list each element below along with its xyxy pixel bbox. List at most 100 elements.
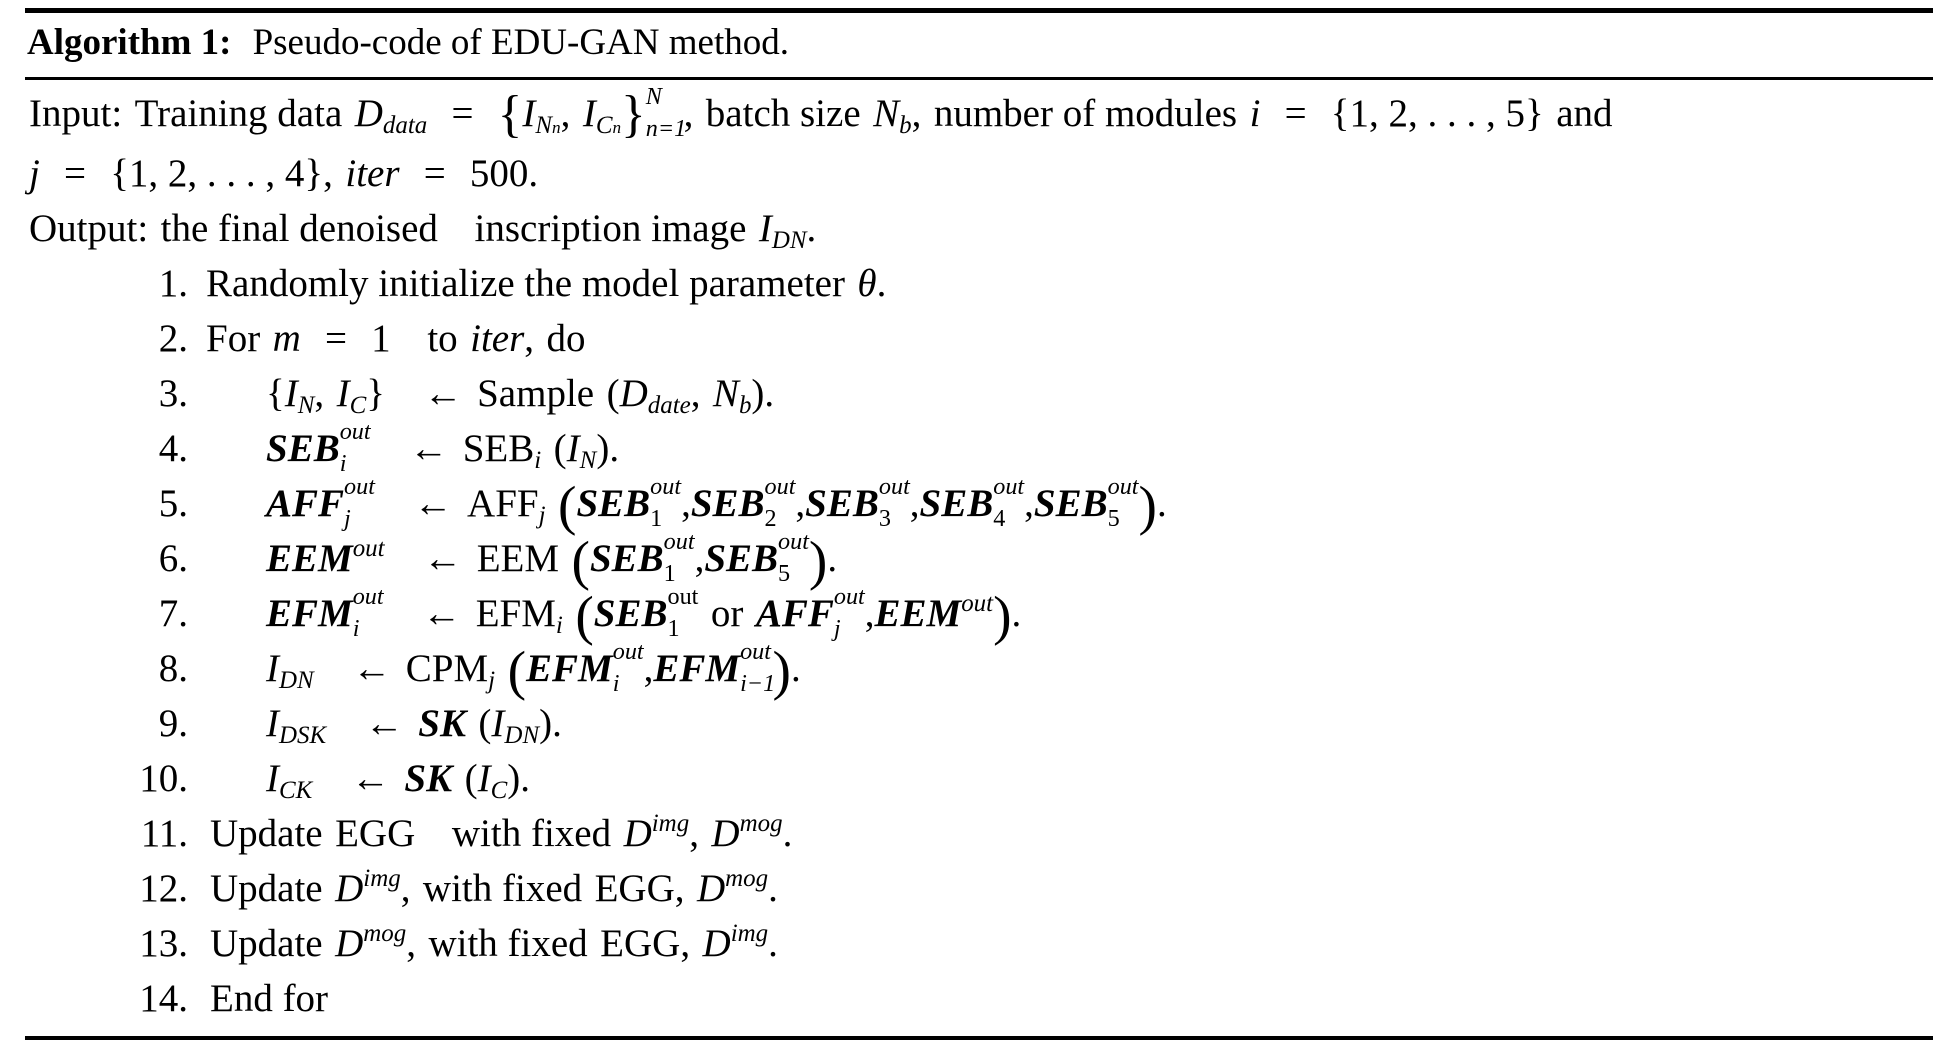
- period-1: .: [528, 152, 539, 195]
- symbol-I-DN: I: [266, 647, 279, 690]
- assign-arrow: ←: [364, 702, 404, 745]
- output-label: Output:: [29, 207, 149, 250]
- step-number: 7.: [158, 592, 188, 635]
- symbol-I-CK-sub: CK: [279, 776, 313, 804]
- step-content: EFMoutouti←EFMi(SEBoutout1orAFFoutoutj,E…: [202, 583, 1021, 646]
- func-AFF: AFF: [467, 482, 539, 525]
- arg-EFM-i-1: EFM: [653, 647, 741, 690]
- step-number: 11.: [140, 812, 188, 855]
- keyword-do: do: [546, 317, 586, 360]
- sup-out-7a: out: [667, 583, 699, 611]
- func-SEB-sub-i: i: [534, 446, 542, 474]
- symbol-D-mog-sup: mog: [739, 809, 783, 837]
- arg-SEB-1: SEB: [576, 482, 651, 525]
- subscript-i: i: [352, 614, 360, 642]
- symbol-I-DSK: I: [266, 702, 279, 745]
- symbol-I-N-arg-sub: N: [579, 446, 597, 474]
- sup-out-3: out: [878, 473, 910, 501]
- sup-out-4: out: [993, 473, 1025, 501]
- output-line: Output: the final denoised inscription ima…: [27, 201, 1931, 256]
- period-10: .: [520, 757, 530, 800]
- sup-out-2: out: [764, 473, 796, 501]
- step-number: 14.: [139, 977, 188, 1020]
- assign-arrow: ←: [409, 427, 449, 470]
- lparen-9: (: [478, 702, 492, 745]
- step-9: 9. IDSK←SK(IDN).: [27, 696, 1931, 751]
- comma-2: ,: [683, 92, 694, 135]
- keyword-update: Update: [210, 922, 323, 965]
- symbol-D-img: D: [623, 812, 652, 855]
- symbol-I-N-sub: N: [535, 111, 553, 139]
- output-text-a: the final denoised: [160, 207, 438, 250]
- func-AFF-sub-j: j: [538, 501, 546, 529]
- superscript-out: out: [352, 534, 385, 562]
- step-number: 2.: [158, 317, 188, 360]
- input-line-1: Input:Training dataDdata={INn,ICn}n=1Nn=…: [27, 83, 1931, 146]
- sup-out-7c: out: [961, 589, 994, 617]
- equals-4: =: [423, 152, 446, 195]
- arg-SEB-5: SEB: [1033, 482, 1108, 525]
- step-1-text: Randomly initialize the model parameter: [206, 262, 845, 305]
- symbol-EEM-out: EEM: [266, 537, 353, 580]
- input-text-and: and: [1556, 92, 1613, 135]
- step-number: 5.: [158, 482, 188, 525]
- step-content: ICK←SK(IC).: [202, 751, 530, 806]
- symbol-I-CK: I: [266, 757, 279, 800]
- step-content: End for: [202, 971, 328, 1026]
- comma-6: ,: [694, 537, 705, 580]
- comma-3a: ,: [314, 372, 325, 415]
- symbol-I-N-arg: I: [566, 427, 580, 470]
- step-number: 6.: [158, 537, 188, 580]
- arg-SEB-3: SEB: [805, 482, 879, 525]
- input-text-training-data: Training data: [134, 92, 343, 135]
- output-text-b: inscription image: [474, 207, 747, 250]
- func-sample: Sample: [477, 372, 595, 415]
- step-10: 10. ICK←SK(IC).: [27, 751, 1931, 806]
- lparen-8: (: [507, 639, 527, 701]
- period-4: .: [609, 427, 620, 470]
- comma-8: ,: [643, 647, 654, 690]
- keyword-update: Update: [210, 867, 323, 910]
- input-label: Input:: [29, 92, 123, 135]
- lparen-3: (: [606, 372, 620, 415]
- assign-arrow: ←: [413, 482, 453, 525]
- period-11: .: [782, 812, 793, 855]
- keyword-end-for: End for: [210, 977, 329, 1020]
- symbol-SEB-out: SEB: [266, 427, 340, 470]
- equals-3: =: [64, 152, 87, 195]
- symbol-m: m: [272, 317, 301, 360]
- symbol-D: D: [354, 92, 383, 135]
- comma-12a: ,: [400, 867, 411, 910]
- symbol-D-img-sup: img: [730, 919, 769, 947]
- arg-AFF: AFF: [755, 592, 834, 635]
- symbol-EFM-out: EFM: [266, 592, 353, 635]
- step-number: 13.: [139, 922, 188, 965]
- sub-i: i: [612, 669, 620, 697]
- subscript-j: j: [344, 504, 351, 532]
- symbol-D-img: D: [335, 867, 364, 910]
- step-number: 9.: [158, 702, 188, 745]
- comma-11: ,: [689, 812, 699, 855]
- func-EFM: EFM: [475, 592, 556, 635]
- step-5: 5. AFFoutoutj←AFFj(SEBoutout1,SEBoutout2…: [27, 473, 1931, 533]
- equals-1: =: [451, 92, 474, 135]
- symbol-I-N-subsub: n: [552, 118, 561, 138]
- lparen-7: (: [575, 584, 594, 646]
- assign-arrow: ←: [423, 372, 463, 415]
- func-SK: SK: [404, 757, 453, 800]
- symbol-I-C-subsub: n: [612, 118, 622, 138]
- bottom-rule: [25, 1036, 1933, 1040]
- step-14: 14. End for: [27, 971, 1931, 1026]
- set-j-values: {1, 2, . . . , 4}: [110, 152, 324, 195]
- func-EEM: EEM: [476, 537, 560, 580]
- input-text-num-modules: number of modules: [933, 92, 1238, 135]
- arg-EEM: EEM: [874, 592, 962, 635]
- brace-subscript: n=1: [645, 114, 687, 142]
- symbol-I-C: I: [582, 92, 596, 135]
- symbol-I-sub-N: N: [297, 391, 315, 419]
- step-1: 1. Randomly initialize the model paramet…: [27, 256, 1931, 311]
- comma-13a: ,: [406, 922, 416, 965]
